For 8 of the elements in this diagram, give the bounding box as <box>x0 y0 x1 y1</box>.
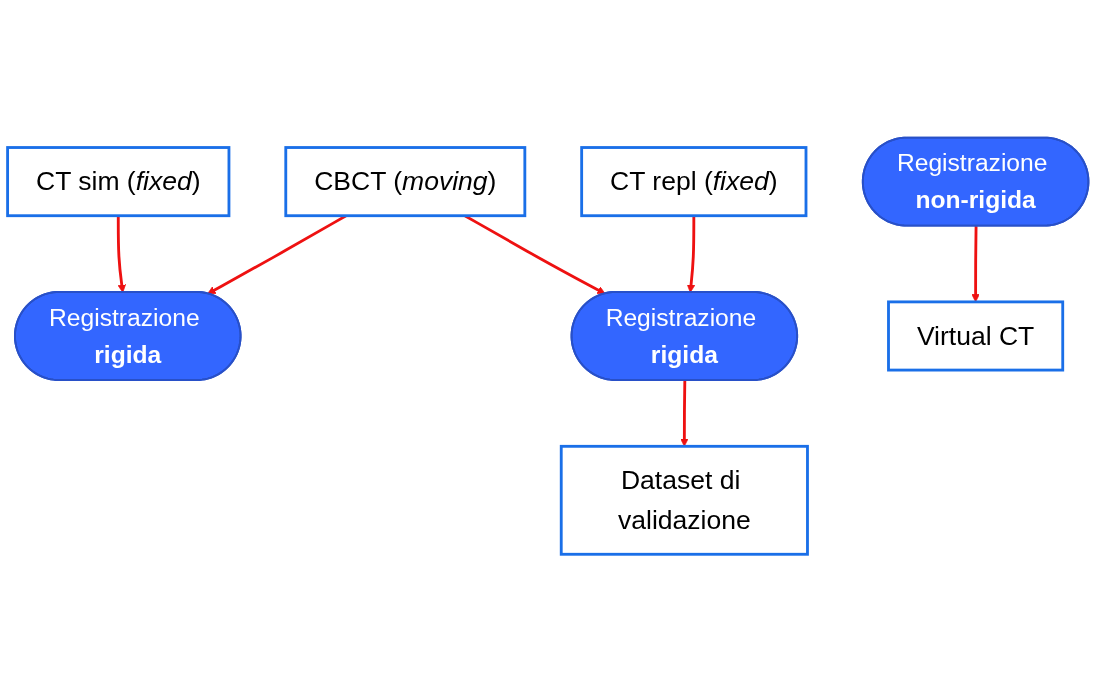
node-box: CBCT (moving) <box>284 145 527 217</box>
node-box: Dataset di validazione <box>559 444 809 556</box>
node-box: CT repl (fixed) <box>580 145 808 217</box>
node-box: Virtual CT <box>887 300 1065 372</box>
node-box: CT sim (fixed) <box>6 145 231 217</box>
arrow <box>116 215 126 293</box>
arrow <box>971 225 980 302</box>
arrow <box>686 215 696 293</box>
